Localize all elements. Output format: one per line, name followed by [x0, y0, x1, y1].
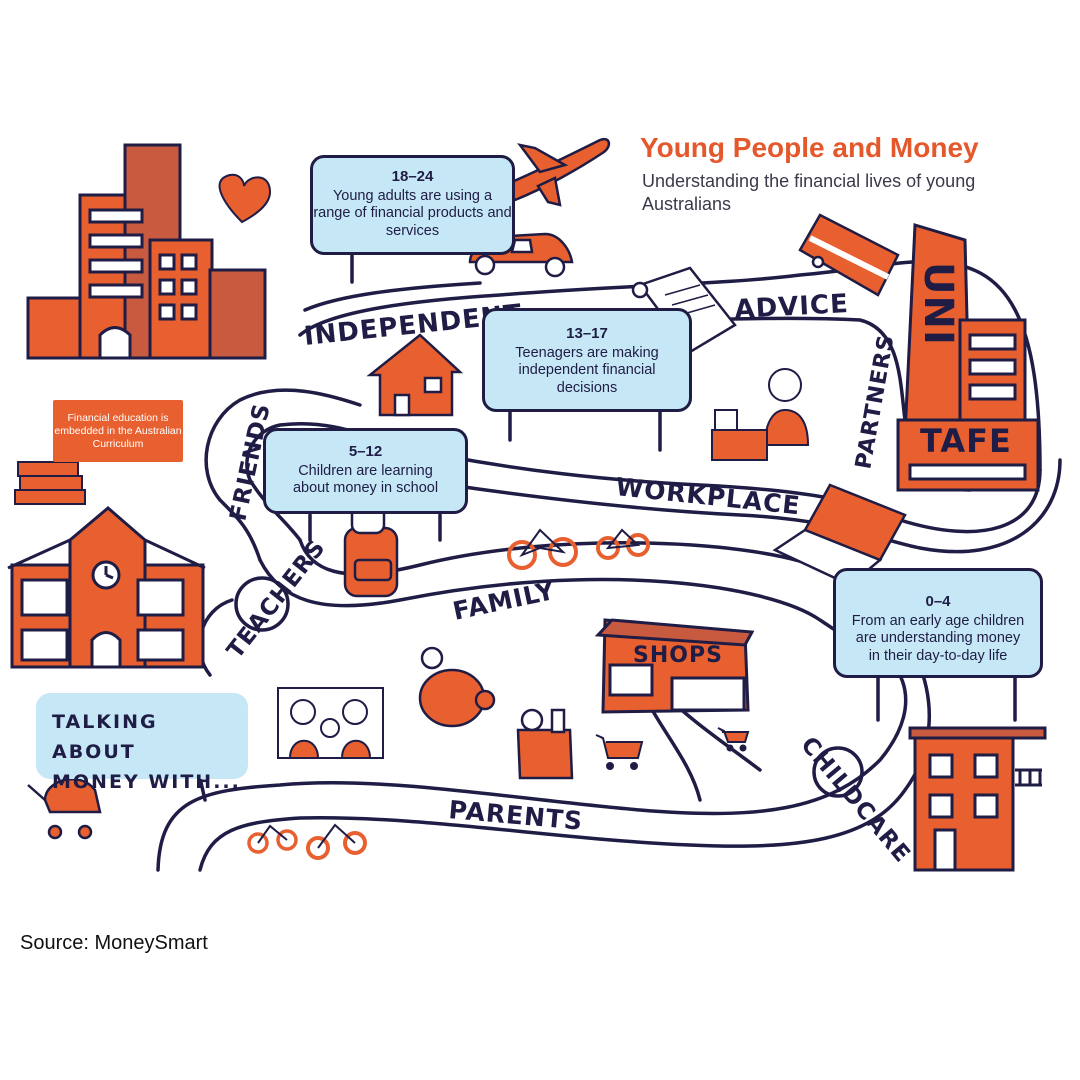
stage-box-0-4: 0–4 From an early age children are under…	[833, 568, 1043, 678]
label-advice: ADVICE	[734, 289, 850, 325]
stage-age: 5–12	[348, 443, 383, 460]
road-edge-left-outer	[204, 388, 362, 562]
road-edge-lower-outer	[156, 558, 908, 872]
bicycle-icon	[507, 528, 578, 570]
road-edge-teachers	[197, 598, 234, 677]
piggy-bank-icon	[418, 646, 496, 728]
shop-building-icon	[594, 618, 755, 714]
shopping-cart-icon	[595, 734, 644, 770]
house-icon	[366, 333, 464, 417]
office-buildings-icon	[26, 143, 267, 360]
stage-text: Children are learning about money in sch…	[292, 462, 439, 497]
road-edge-workplace-top	[438, 453, 1042, 534]
heart-icon	[218, 173, 272, 224]
books-icon	[14, 461, 86, 505]
road-edge-lower-inner	[198, 538, 932, 872]
bubble-tail	[198, 776, 207, 802]
stage-text: From an early age children are understan…	[851, 612, 1025, 664]
roundabout-teachers	[234, 576, 290, 632]
label-teachers: TEACHERS	[222, 535, 331, 664]
stage-age: 18–24	[391, 168, 434, 185]
talking-bubble: TALKING ABOUT MONEY WITH...	[36, 693, 248, 793]
stage-box-5-12: 5–12 Children are learning about money i…	[263, 428, 468, 514]
credit-card-icon	[798, 213, 900, 297]
shopping-cart-icon	[717, 727, 750, 752]
receipt-icon	[631, 266, 737, 354]
stage-age: 0–4	[925, 593, 951, 610]
source-credit: Source: MoneySmart	[20, 932, 208, 954]
stage-box-18-24: 18–24 Young adults are using a range of …	[310, 155, 515, 255]
stage-box-13-17: 13–17 Teenagers are making independent f…	[482, 308, 692, 412]
bicycle-icon	[596, 528, 650, 560]
talking-line-1: TALKING ABOUT	[52, 711, 158, 763]
backpack-icon	[343, 503, 399, 598]
uni-tafe-building-icon	[896, 223, 1040, 492]
family-photo-icon	[277, 687, 384, 759]
stage-text: Young adults are using a range of financ…	[313, 187, 512, 239]
stroller-icon	[27, 777, 102, 840]
apartment-icon	[908, 726, 1047, 872]
shop-worker-icon	[763, 368, 810, 446]
roundabout-childcare	[812, 746, 864, 798]
uni-sign: UNI	[915, 262, 961, 346]
page-title: Young People and Money	[640, 132, 979, 163]
stage-text: Teenagers are making independent financi…	[515, 344, 659, 396]
curriculum-note: Financial education is embedded in the A…	[53, 400, 183, 462]
label-partners: PARTNERS	[851, 332, 899, 471]
page-subtitle: Understanding the financial lives of you…	[642, 171, 976, 214]
airplane-icon	[503, 137, 611, 207]
cash-register-icon	[711, 409, 768, 461]
tafe-sign: TAFE	[920, 422, 1012, 460]
road-edge-upper-outer	[298, 259, 1042, 472]
tricycle-icon	[306, 823, 367, 860]
school-building-icon	[7, 506, 206, 669]
tricycle-icon	[247, 824, 298, 854]
talking-line-2: MONEY WITH...	[52, 771, 241, 793]
shops-sign: SHOPS	[633, 643, 723, 668]
road-edge-upper-top	[303, 281, 482, 312]
grocery-bag-icon	[516, 708, 574, 780]
stage-age: 13–17	[566, 325, 608, 342]
